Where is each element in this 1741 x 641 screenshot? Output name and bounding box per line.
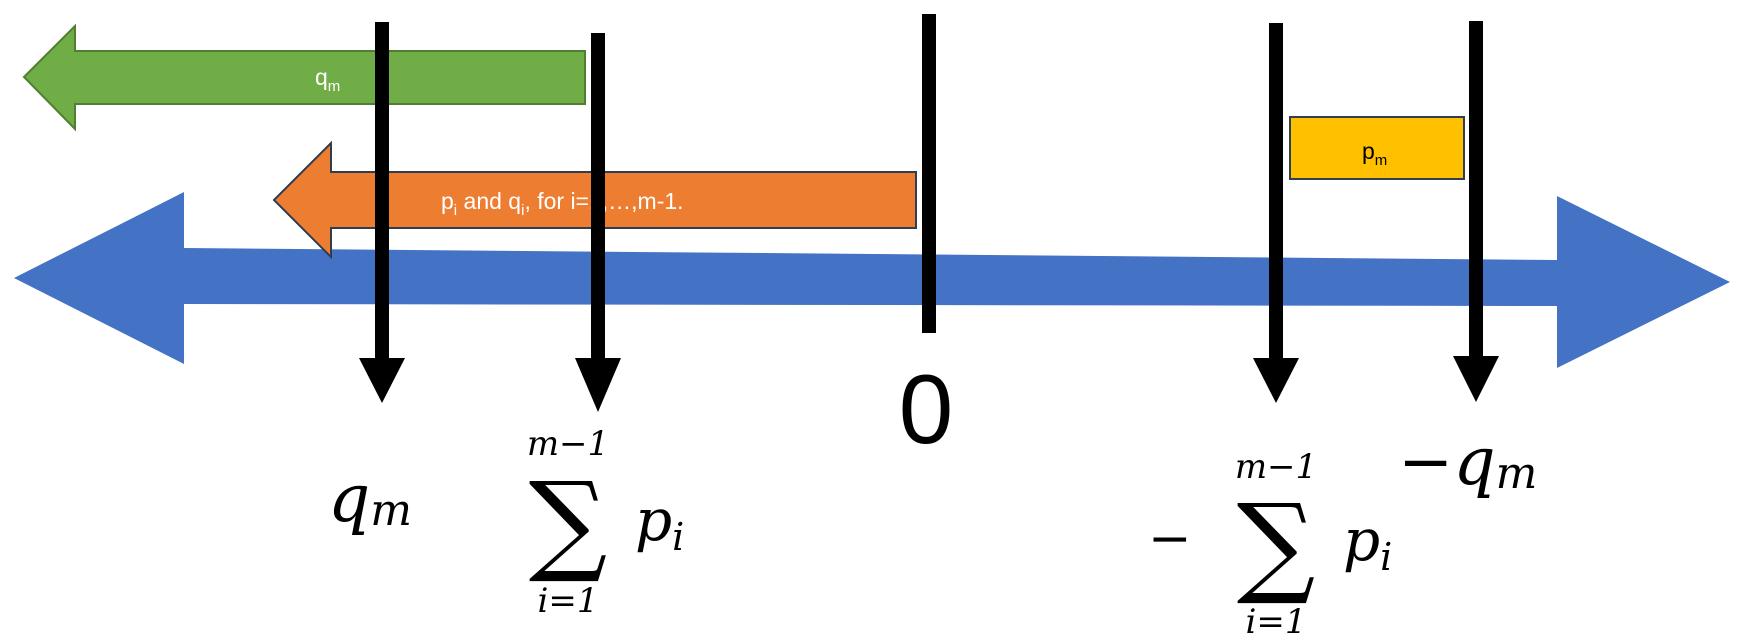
label-sum-right: − m−1 ∑ i=1 pi xyxy=(1148,447,1392,641)
marker-sum-left-arrowhead xyxy=(575,358,621,412)
pm-box-label: pm xyxy=(1362,138,1387,169)
label-sum-right-upper: m−1 xyxy=(1235,447,1317,487)
marker-neg-qm-arrowhead xyxy=(1453,356,1499,402)
marker-qm-line xyxy=(375,22,389,362)
marker-zero xyxy=(922,14,936,333)
label-sum-right-minus: − xyxy=(1148,509,1192,569)
qm-range-arrow: qm xyxy=(22,23,586,132)
number-line-axis xyxy=(14,192,1730,368)
marker-sum-left xyxy=(575,33,621,412)
marker-qm xyxy=(359,22,405,403)
marker-zero-line xyxy=(922,14,936,333)
qm-range-arrow-shape xyxy=(22,23,586,132)
label-sum-right-lower: i=1 xyxy=(1246,602,1307,641)
marker-qm-arrowhead xyxy=(359,358,405,403)
marker-sum-right-line xyxy=(1269,23,1283,363)
label-sum-left-term: pi xyxy=(635,486,684,559)
marker-sum-left-line xyxy=(591,33,605,363)
qm-range-label: qm xyxy=(315,64,340,95)
label-sum-right-sigma: ∑ xyxy=(1237,480,1316,608)
label-sum-left-sigma: ∑ xyxy=(529,458,608,586)
marker-neg-qm xyxy=(1453,21,1499,402)
marker-sum-right-arrowhead xyxy=(1253,358,1299,403)
label-sum-left: m−1 ∑ i=1 pi xyxy=(527,424,684,621)
pm-box-shape xyxy=(1289,116,1465,180)
pm-box: pm xyxy=(1289,116,1465,180)
label-sum-left-lower: i=1 xyxy=(538,581,599,621)
label-zero: 0 xyxy=(899,354,954,464)
label-sum-left-upper: m−1 xyxy=(527,424,609,464)
marker-sum-right xyxy=(1253,23,1299,403)
label-neg-qm: −qm xyxy=(1398,423,1537,500)
label-sum-right-term: pi xyxy=(1343,506,1392,579)
marker-neg-qm-line xyxy=(1469,21,1483,361)
label-qm: qm xyxy=(328,460,412,537)
